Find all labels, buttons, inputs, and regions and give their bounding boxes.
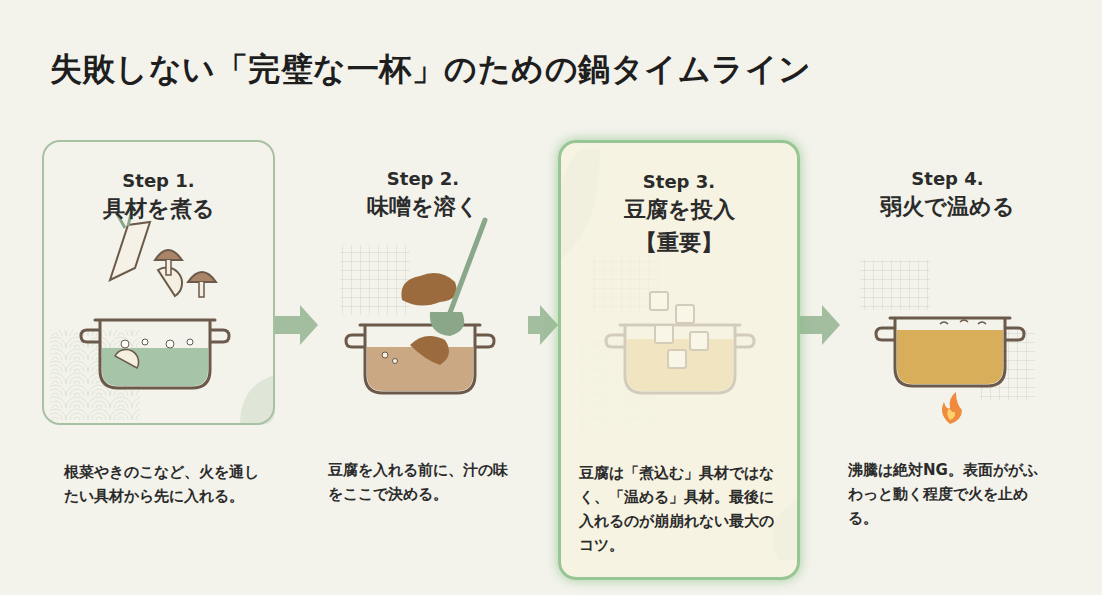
- flow-arrow: [275, 305, 318, 345]
- step-description: 豆腐を入れる前に、汁の味をここで決める。: [328, 458, 518, 506]
- step-card: Step 4.弱火で温める沸騰は絶対NG。表面ががふわっと動く程度で火を止める。: [840, 140, 1055, 425]
- diagram-title: 失敗しない「完璧な一杯」のための鍋タイムライン: [50, 48, 812, 92]
- step-heading: 弱火で温める: [840, 193, 1055, 222]
- step-description: 根菜やきのこなど、火を通したい具材から先に入れる。: [64, 460, 259, 508]
- flow-arrow: [528, 305, 558, 345]
- step-card: Step 2.味噌を溶く豆腐を入れる前に、汁の味をここで決める。: [318, 140, 528, 425]
- arrow-shape: [800, 305, 840, 345]
- step-description: 沸騰は絶対NG。表面ががふわっと動く程度で火を止める。: [848, 458, 1048, 530]
- step-number: Step 2.: [318, 168, 528, 189]
- flow-arrow: [800, 305, 840, 345]
- step-heading: 味噌を溶く: [318, 193, 528, 222]
- step-card: Step 3. 豆腐を投入【重要】豆腐は「煮込む」具材ではなく、「温める」具材。最…: [558, 140, 800, 580]
- step-heading: 【重要】: [561, 229, 797, 258]
- step-heading: 具材を煮る: [44, 195, 273, 224]
- step-number: Step 1.: [44, 170, 273, 191]
- step-heading: 豆腐を投入: [561, 196, 797, 225]
- step-description: 豆腐は「煮込む」具材ではなく、「温める」具材。最後に入れるのが崩崩れない最大のコ…: [579, 461, 785, 557]
- step-card: Step 1.具材を煮る根菜やきのこなど、火を通したい具材から先に入れる。: [42, 140, 275, 425]
- arrow-shape: [275, 305, 318, 345]
- step-number: Step 3.: [561, 171, 797, 192]
- arrow-shape: [528, 305, 558, 345]
- step-number: Step 4.: [840, 168, 1055, 189]
